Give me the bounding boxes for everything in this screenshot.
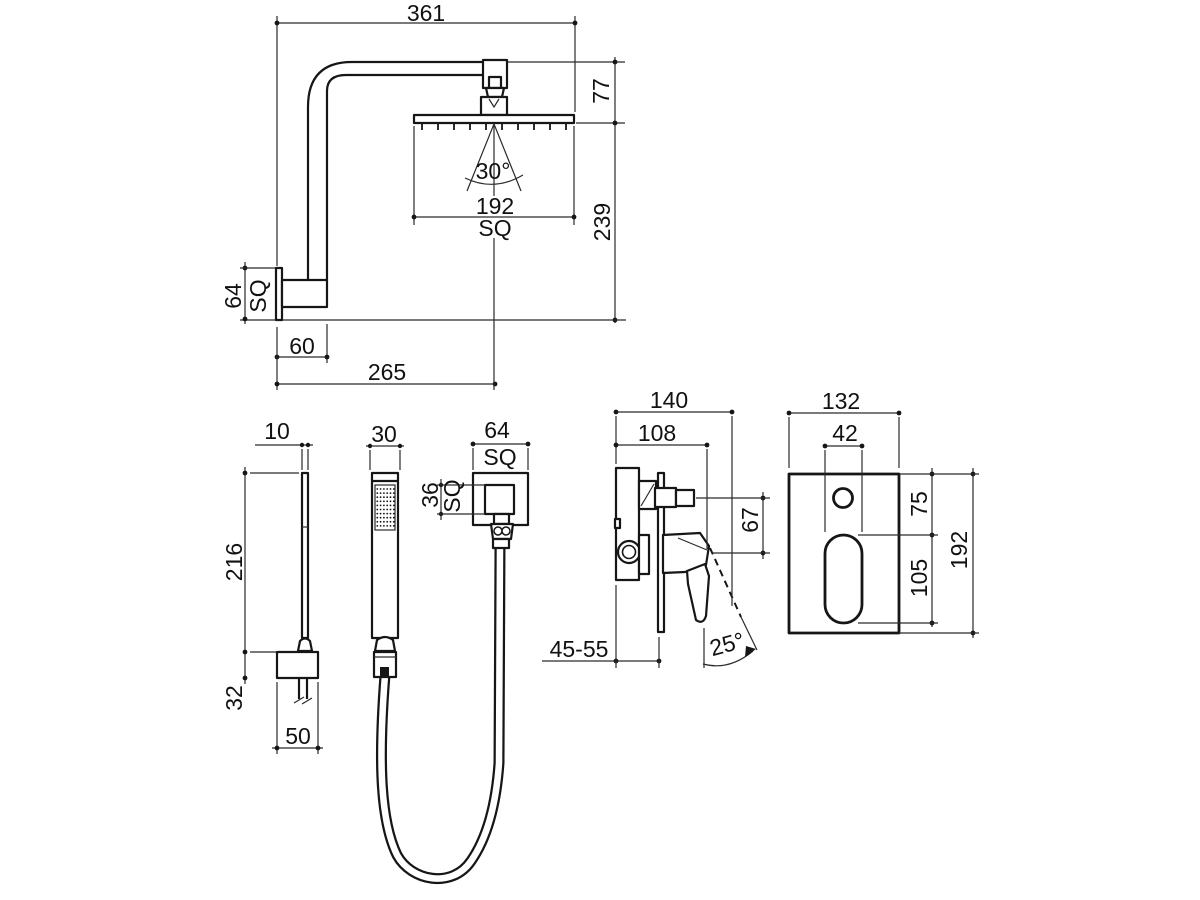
dim-elbow-flange-shape: SQ	[483, 444, 516, 470]
dim-arm-projection: 265	[368, 359, 406, 385]
holder-cone	[296, 637, 314, 653]
dim-bracket-height: 32	[221, 685, 247, 711]
spray-face	[374, 484, 396, 531]
dim-head-shape: SQ	[478, 215, 511, 241]
dim-handle-swing: 25°	[707, 627, 747, 661]
dim-cutout-width: 42	[832, 420, 858, 446]
handpiece-dimension-lines	[366, 443, 404, 470]
spray-face-dots	[376, 488, 395, 527]
dim-head-width: 192	[476, 193, 514, 219]
head-swivel-nut	[484, 86, 506, 99]
mixer-lever	[685, 562, 711, 623]
lever-open-position	[709, 547, 742, 618]
hose-connector	[372, 650, 398, 679]
handpiece-cone-nut	[373, 635, 397, 653]
shower-hose-inner	[378, 544, 504, 882]
spray-angle-arc	[464, 174, 524, 185]
lever-cutout	[823, 533, 864, 625]
elbow-dimension-lines	[437, 441, 531, 520]
mixer-side-figure: 140 108 67 45-55 25°	[542, 387, 770, 668]
dim-elbow-body-size: 36	[417, 482, 443, 508]
handset-holder-side-figure: 10 216 32 50	[221, 418, 323, 754]
mixer-parts	[613, 466, 758, 651]
handset-profile	[300, 471, 310, 640]
overhead-shower-parts	[274, 58, 576, 322]
stem-tip	[674, 488, 696, 508]
shower-hose-outer	[375, 544, 506, 885]
handpiece-parts	[370, 471, 400, 679]
back-plate-dimension-lines	[786, 410, 979, 638]
dim-body-depth: 108	[638, 420, 676, 446]
dim-wall-clearance: 60	[289, 333, 315, 359]
overhead-shower-head	[412, 113, 576, 125]
dim-elbow-flange-size: 64	[484, 417, 510, 443]
elbow-parts	[471, 471, 530, 550]
elbow-body	[483, 483, 516, 516]
dim-cutout-height: 105	[906, 559, 932, 597]
nozzle-ticks	[421, 124, 567, 130]
hose	[375, 544, 506, 885]
holder-bracket	[275, 650, 320, 680]
cartridge-stem	[653, 486, 678, 509]
dim-plate-height: 192	[946, 531, 972, 569]
mixer-dimension-lines	[542, 409, 770, 668]
dim-head-offset: 77	[588, 78, 614, 104]
dim-spray-angle: 30°	[476, 158, 511, 184]
dim-flange-size: 64	[220, 283, 246, 309]
holder-parts	[275, 471, 320, 705]
dim-handset-depth: 10	[264, 418, 290, 444]
dim-rough-in-depth: 45-55	[550, 636, 609, 662]
back-plate-figure: 132 42 75 105 192	[786, 388, 979, 638]
shower-arm-inner	[325, 73, 483, 280]
dim-plate-width: 132	[822, 388, 860, 414]
dim-drop-height: 239	[589, 203, 615, 241]
dim-handset-length: 216	[221, 543, 247, 581]
wall-elbow-figure: 64 SQ 36 SQ	[417, 417, 531, 550]
dim-outlet-to-handle: 67	[737, 507, 763, 533]
elbow-ferrule	[491, 537, 511, 550]
dim-elbow-body-shape: SQ	[439, 479, 465, 512]
dim-total-depth: 140	[650, 387, 688, 413]
dim-bracket-width: 50	[285, 723, 311, 749]
hand-shower-front-figure: 30	[366, 421, 506, 885]
holder-dimension-lines	[242, 442, 323, 754]
arm-wall-bracket	[280, 278, 329, 309]
shower-arm-outer	[306, 60, 483, 280]
elbow-neck	[492, 512, 511, 526]
dim-arm-reach: 361	[407, 0, 445, 26]
dim-handset-width: 30	[371, 421, 397, 447]
overhead-dimension-lines	[240, 16, 626, 390]
overhead-shower-figure: 361 77 239 192 SQ 30° 64 SQ 60 265	[220, 0, 626, 390]
diverter-hole	[832, 487, 854, 509]
dim-top-to-cutout: 75	[906, 491, 932, 517]
dim-flange-shape: SQ	[245, 279, 271, 312]
back-plate-parts	[787, 472, 901, 635]
